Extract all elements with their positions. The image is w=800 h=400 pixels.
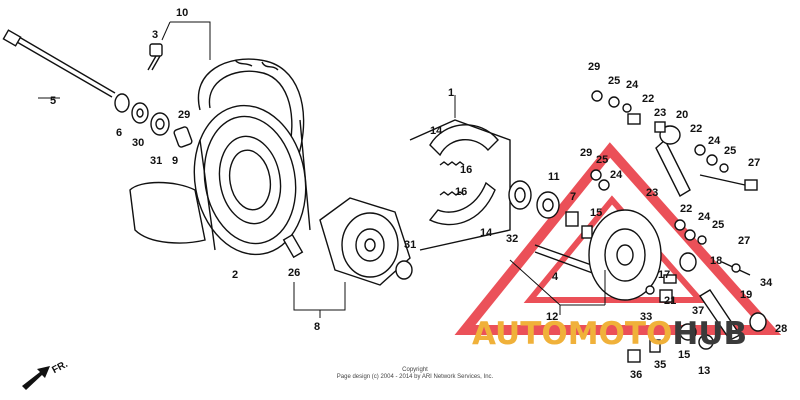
watermark-text-a: AUTOMOTO bbox=[472, 316, 673, 352]
callout-6: 30 bbox=[132, 137, 145, 149]
axle-spacers bbox=[114, 93, 193, 148]
callout-29: 20 bbox=[676, 109, 689, 121]
callout-11: 8 bbox=[314, 321, 321, 333]
callout-31: 24 bbox=[708, 135, 721, 147]
callout-5: 6 bbox=[116, 127, 123, 139]
wheel-rim bbox=[193, 104, 311, 256]
callout-42: 34 bbox=[760, 277, 773, 289]
callout-41: 27 bbox=[738, 235, 751, 247]
callout-43: 17 bbox=[658, 269, 671, 281]
line-art bbox=[2, 21, 767, 363]
callout-36: 24 bbox=[610, 169, 623, 181]
leader-lines bbox=[38, 21, 606, 318]
callout-32: 25 bbox=[724, 145, 737, 157]
callout-7: 31 bbox=[150, 155, 163, 167]
seal-bearing bbox=[508, 180, 560, 219]
callout-48: 33 bbox=[640, 311, 653, 323]
valve bbox=[147, 43, 163, 71]
callout-45: 18 bbox=[710, 255, 723, 267]
callout-22: 4 bbox=[552, 271, 559, 283]
direction-arrow-icon bbox=[22, 366, 50, 390]
callout-20: 15 bbox=[590, 207, 603, 219]
callout-33: 27 bbox=[748, 157, 761, 169]
lower-arm bbox=[699, 261, 767, 341]
brake-panel bbox=[588, 209, 662, 301]
callout-16: 14 bbox=[480, 227, 493, 239]
callout-40: 25 bbox=[712, 219, 725, 231]
callout-38: 22 bbox=[680, 203, 693, 215]
callout-26: 24 bbox=[626, 79, 639, 91]
callout-10: 26 bbox=[288, 267, 301, 279]
callout-52: 36 bbox=[630, 369, 643, 381]
copyright-line-1: Copyright bbox=[402, 367, 428, 373]
callout-12: 1 bbox=[448, 87, 455, 99]
copyright-notice: Copyright Page design (c) 2004 - 2014 by… bbox=[330, 367, 500, 381]
callout-28: 23 bbox=[654, 107, 667, 119]
callout-44: 21 bbox=[664, 295, 677, 307]
callout-51: 28 bbox=[775, 323, 788, 335]
callout-34: 29 bbox=[580, 147, 593, 159]
brake-shoes bbox=[409, 119, 511, 251]
callout-21: 31 bbox=[404, 239, 417, 251]
watermark-logo: AUTOMOTOHUB bbox=[472, 318, 747, 350]
callout-23: 12 bbox=[546, 311, 559, 323]
callout-35: 25 bbox=[596, 154, 609, 166]
callout-53: 35 bbox=[654, 359, 667, 371]
callout-24: 29 bbox=[588, 61, 601, 73]
callout-4: 29 bbox=[178, 109, 191, 121]
axle bbox=[2, 29, 116, 98]
small-hardware bbox=[590, 90, 741, 363]
callout-49: 15 bbox=[678, 349, 691, 361]
callout-19: 7 bbox=[570, 191, 577, 203]
callout-9: 2 bbox=[232, 269, 239, 281]
callout-3: 5 bbox=[50, 95, 57, 107]
callout-17: 32 bbox=[506, 233, 519, 245]
callout-13: 14 bbox=[430, 125, 443, 137]
callout-30: 22 bbox=[690, 123, 703, 135]
callout-15: 16 bbox=[455, 186, 468, 198]
callout-18: 11 bbox=[548, 171, 560, 183]
callout-2: 3 bbox=[152, 29, 159, 41]
callout-50: 13 bbox=[698, 365, 711, 377]
callout-27: 22 bbox=[642, 93, 655, 105]
callout-47: 37 bbox=[692, 305, 705, 317]
callout-1: 10 bbox=[176, 7, 189, 19]
callout-25: 25 bbox=[608, 75, 621, 87]
callout-14: 16 bbox=[460, 164, 473, 176]
callout-39: 24 bbox=[698, 211, 711, 223]
callout-8: 9 bbox=[172, 155, 179, 167]
watermark-text-b: HUB bbox=[672, 316, 748, 352]
copyright-line-2: Page design (c) 2004 - 2014 by ARI Netwo… bbox=[336, 374, 494, 380]
hub-panel bbox=[319, 197, 413, 286]
callout-46: 19 bbox=[740, 289, 753, 301]
callout-37: 23 bbox=[646, 187, 659, 199]
